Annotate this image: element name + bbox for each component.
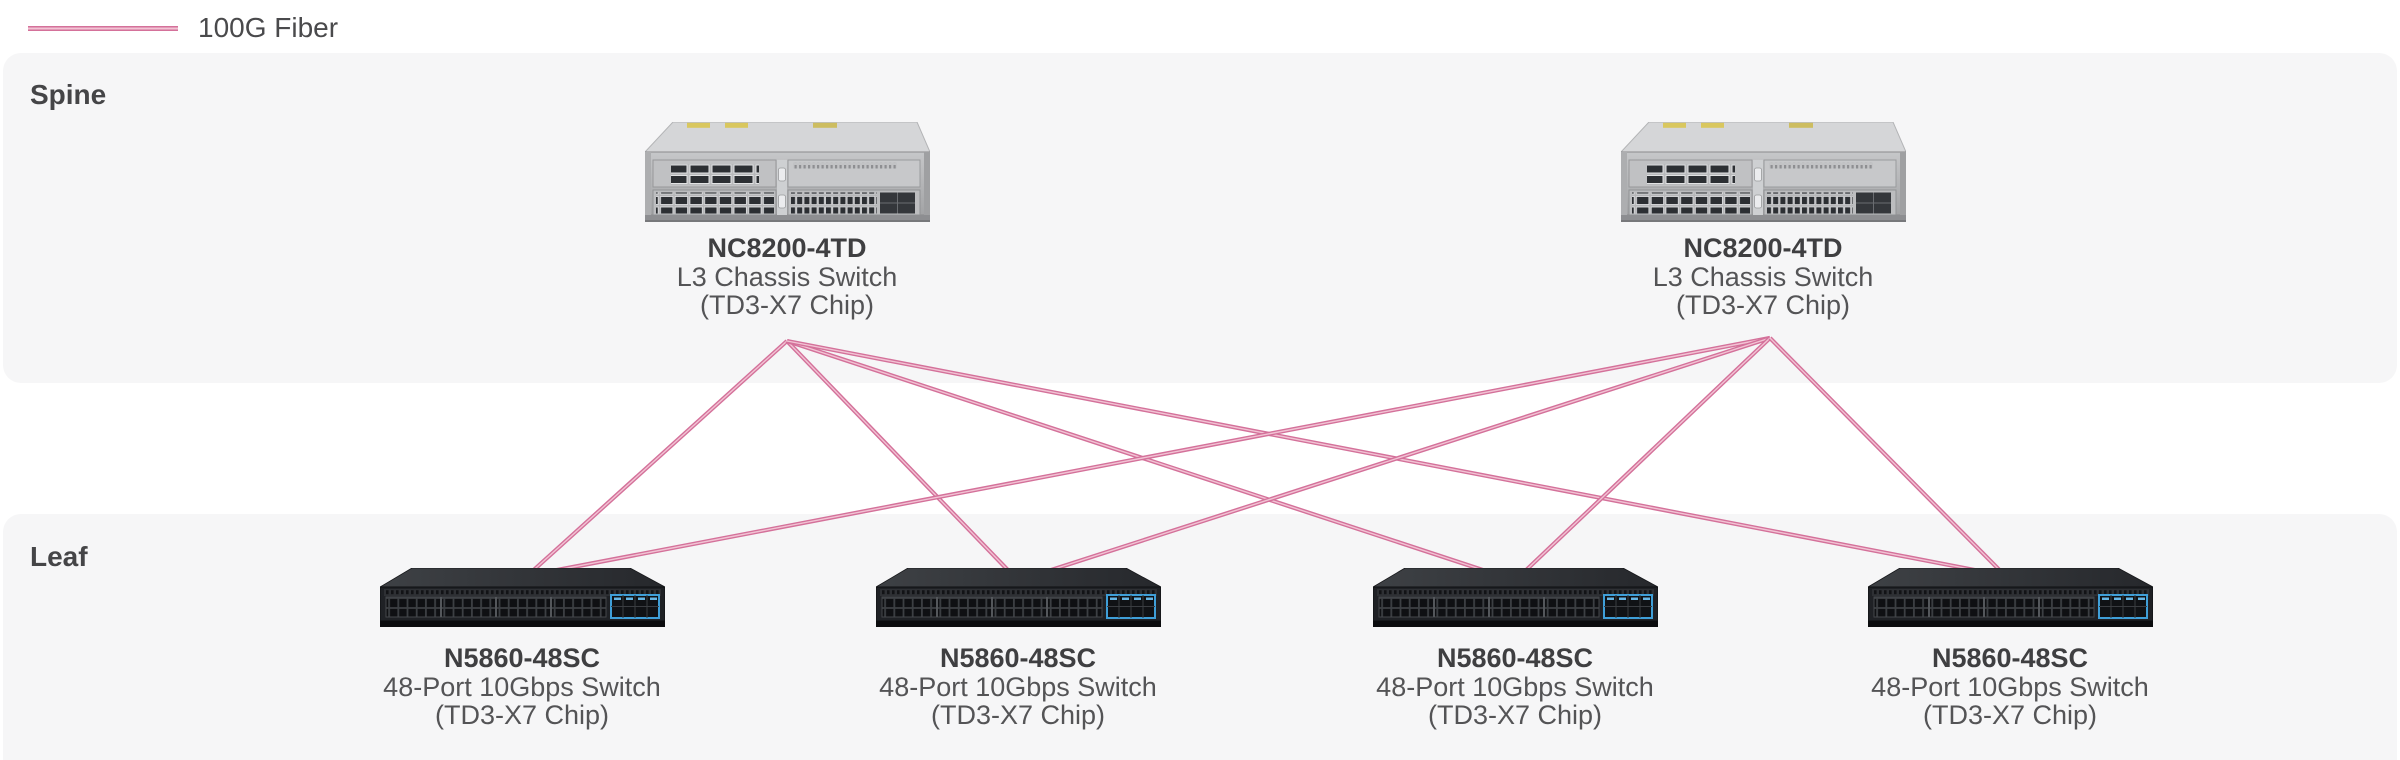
device-description: L3 Chassis Switch bbox=[1652, 262, 1874, 292]
device-model: N5860-48SC bbox=[1931, 643, 2089, 673]
chassis-switch-image bbox=[1620, 122, 1906, 222]
device-description: 48-Port 10Gbps Switch bbox=[879, 672, 1157, 702]
fiber-line-swatch bbox=[28, 25, 178, 31]
legend-label: 100G Fiber bbox=[198, 12, 339, 43]
leaf-node-2: N5860-48SC 48-Port 10Gbps Switch (TD3-X7… bbox=[803, 568, 1233, 729]
spine-band-label: Spine bbox=[30, 79, 107, 110]
device-model: N5860-48SC bbox=[1436, 643, 1594, 673]
device-chip: (TD3-X7 Chip) bbox=[1427, 700, 1603, 730]
leaf-band-label: Leaf bbox=[30, 541, 88, 572]
leaf-node-3: N5860-48SC 48-Port 10Gbps Switch (TD3-X7… bbox=[1300, 568, 1730, 729]
spine-node-1: NC8200-4TD L3 Chassis Switch (TD3-X7 Chi… bbox=[572, 122, 1002, 319]
device-description: 48-Port 10Gbps Switch bbox=[383, 672, 661, 702]
leaf-switch-image bbox=[875, 568, 1161, 627]
device-model: NC8200-4TD bbox=[707, 233, 867, 263]
device-model: NC8200-4TD bbox=[1683, 233, 1843, 263]
device-description: 48-Port 10Gbps Switch bbox=[1871, 672, 2149, 702]
device-chip: (TD3-X7 Chip) bbox=[1675, 290, 1851, 320]
device-chip: (TD3-X7 Chip) bbox=[1922, 700, 2098, 730]
chassis-switch-image bbox=[644, 122, 930, 222]
device-description: L3 Chassis Switch bbox=[676, 262, 898, 292]
device-chip: (TD3-X7 Chip) bbox=[699, 290, 875, 320]
spine-band: Spine bbox=[3, 53, 2397, 383]
leaf-node-4: N5860-48SC 48-Port 10Gbps Switch (TD3-X7… bbox=[1795, 568, 2225, 729]
leaf-switch-image bbox=[379, 568, 665, 627]
device-description: 48-Port 10Gbps Switch bbox=[1376, 672, 1654, 702]
spine-node-2: NC8200-4TD L3 Chassis Switch (TD3-X7 Chi… bbox=[1548, 122, 1978, 319]
leaf-switch-image bbox=[1372, 568, 1658, 627]
leaf-switch-image bbox=[1867, 568, 2153, 627]
device-model: N5860-48SC bbox=[443, 643, 601, 673]
legend: 100G Fiber bbox=[28, 8, 338, 48]
device-chip: (TD3-X7 Chip) bbox=[930, 700, 1106, 730]
device-chip: (TD3-X7 Chip) bbox=[434, 700, 610, 730]
leaf-node-1: N5860-48SC 48-Port 10Gbps Switch (TD3-X7… bbox=[307, 568, 737, 729]
device-model: N5860-48SC bbox=[939, 643, 1097, 673]
